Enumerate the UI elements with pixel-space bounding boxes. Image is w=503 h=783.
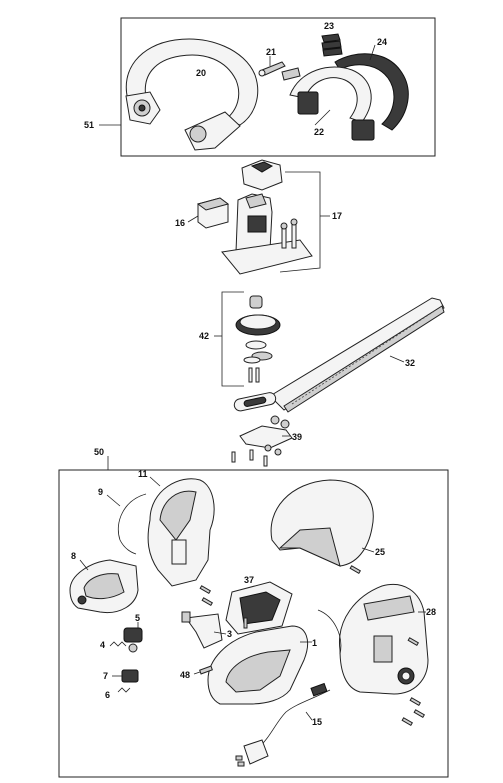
- callout-48: 48: [180, 670, 190, 680]
- callout-32: 32: [405, 358, 415, 368]
- callout-1: 1: [312, 638, 317, 648]
- callout-24: 24: [377, 37, 387, 47]
- callout-20: 20: [196, 68, 206, 78]
- callout-8: 8: [71, 551, 76, 561]
- part-37-cable-holder[interactable]: [225, 581, 293, 635]
- housing-screws: [199, 565, 426, 727]
- part-25-blade-guard[interactable]: [270, 479, 374, 567]
- part-32-blade[interactable]: [233, 297, 445, 413]
- part-39-bracket[interactable]: [231, 415, 293, 467]
- callout-25: 25: [375, 547, 385, 557]
- callout-5: 5: [135, 613, 140, 623]
- part-28-right-housing[interactable]: [339, 584, 429, 695]
- callout-15: 15: [312, 717, 322, 727]
- callout-3: 3: [227, 629, 232, 639]
- part-9-retaining-clip[interactable]: [117, 493, 147, 555]
- part-48-screw[interactable]: [199, 665, 213, 675]
- callout-9: 9: [98, 487, 103, 497]
- callout-39: 39: [292, 432, 302, 442]
- part-42-gear-set[interactable]: [235, 295, 281, 383]
- callout-37: 37: [244, 575, 254, 585]
- part-16-capacitor[interactable]: [196, 197, 230, 229]
- callout-23: 23: [324, 21, 334, 31]
- handle-assembly-frame: [120, 17, 436, 157]
- part-8-end-cap[interactable]: [69, 559, 139, 614]
- part-1-rear-handle[interactable]: [207, 625, 308, 705]
- callout-6: 6: [105, 690, 110, 700]
- callout-42: 42: [199, 331, 209, 341]
- callout-7: 7: [103, 671, 108, 681]
- part-11-left-housing[interactable]: [147, 478, 215, 587]
- callout-17: 17: [332, 211, 342, 221]
- part-15-power-cable[interactable]: [235, 682, 331, 767]
- part-6-spring[interactable]: [117, 687, 131, 693]
- part-20-front-handle[interactable]: [125, 38, 259, 151]
- part-23-spring[interactable]: [321, 33, 343, 57]
- callout-28: 28: [426, 607, 436, 617]
- part-5-switch[interactable]: [123, 627, 143, 653]
- part-7-micro-switch[interactable]: [121, 669, 139, 683]
- housing-assembly-frame: [58, 469, 449, 778]
- callout-21: 21: [266, 47, 276, 57]
- callout-11: 11: [138, 469, 148, 479]
- callout-51: 51: [84, 120, 94, 130]
- part-21-screw[interactable]: [258, 61, 286, 77]
- callout-16: 16: [175, 218, 185, 228]
- part-24-switch-bar[interactable]: [334, 53, 409, 131]
- part-3-trigger[interactable]: [181, 611, 223, 649]
- callout-4: 4: [100, 640, 105, 650]
- part-4-spring[interactable]: [109, 641, 127, 647]
- callout-50: 50: [94, 447, 104, 457]
- motor-top-cap[interactable]: [241, 159, 283, 191]
- part-22-handle-cover[interactable]: [281, 66, 375, 141]
- callout-22: 22: [314, 127, 324, 137]
- part-17-motor[interactable]: [221, 193, 313, 275]
